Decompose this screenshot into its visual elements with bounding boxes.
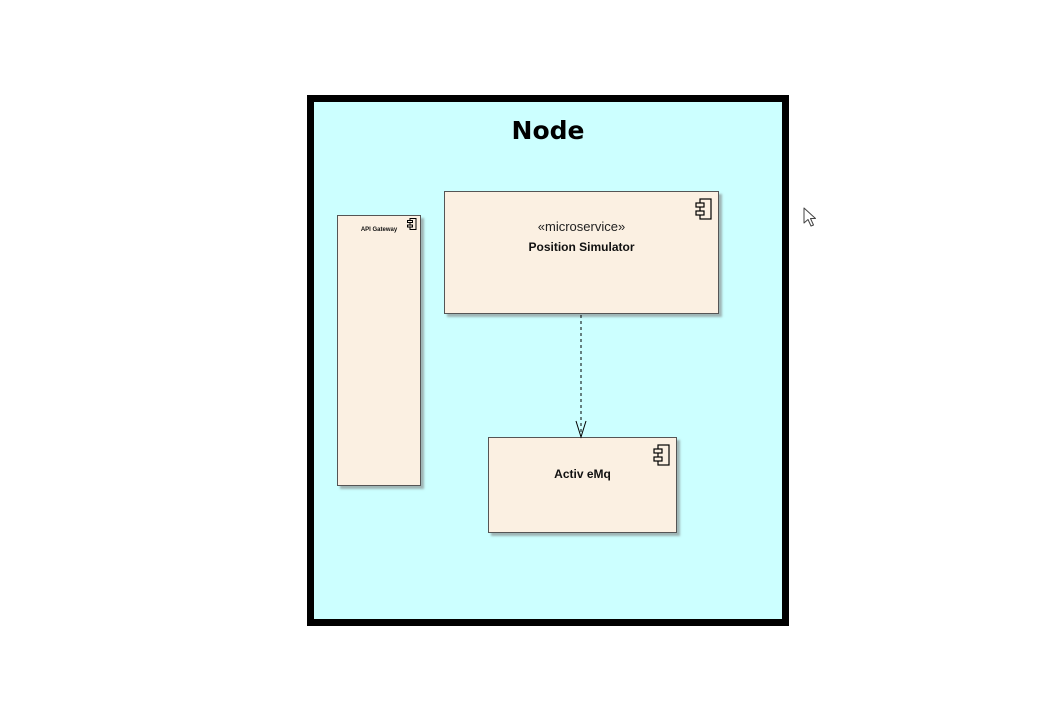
component-name: Position Simulator xyxy=(528,240,635,254)
component-icon xyxy=(653,444,670,466)
mouse-pointer-icon xyxy=(803,207,816,227)
component-icon xyxy=(695,198,712,220)
node-title: Node xyxy=(511,116,585,145)
component-activemq[interactable]: Activ eMq xyxy=(488,437,677,533)
component-name: API Gateway xyxy=(360,227,398,233)
component-stereotype: «microservice» xyxy=(537,219,626,234)
component-api-gateway[interactable]: API Gateway xyxy=(337,215,421,486)
component-name: Activ eMq xyxy=(554,467,611,481)
component-position-simulator[interactable]: «microservice» Position Simulator xyxy=(444,191,719,314)
component-icon xyxy=(407,218,417,230)
